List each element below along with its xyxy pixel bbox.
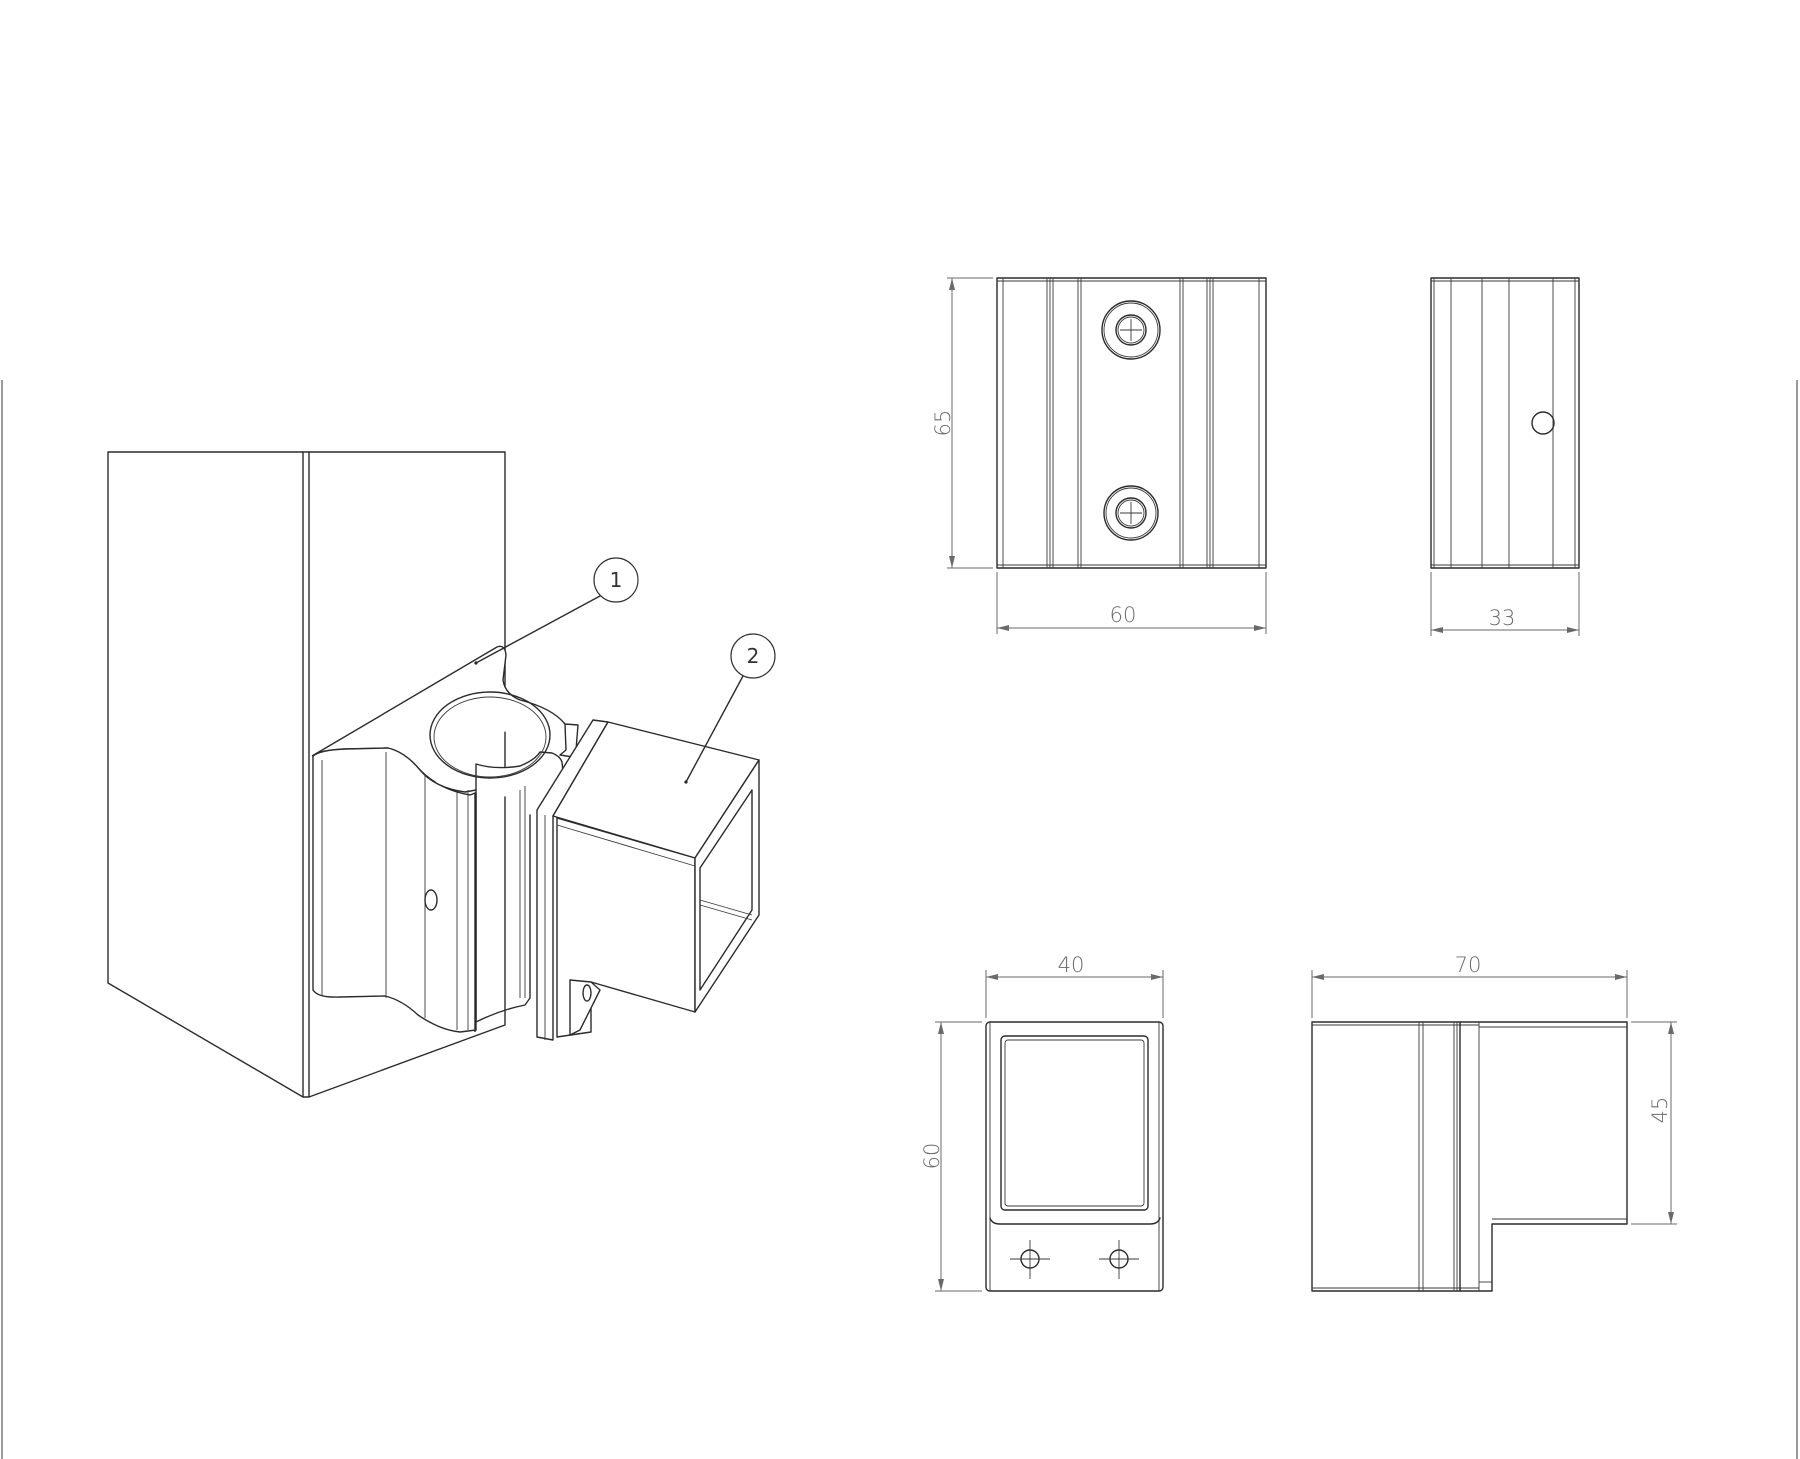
- side-hole: [1531, 411, 1555, 435]
- dim-front-height: 65: [931, 410, 955, 437]
- dimension-33: 33: [1430, 572, 1580, 636]
- isometric-view: 1 2: [107, 451, 776, 1098]
- dimension-60-front: 60: [996, 572, 1267, 634]
- dimension-60-end: 60: [920, 1021, 982, 1292]
- dim-top-width: 70: [1455, 953, 1482, 977]
- dim-front-width: 60: [1110, 603, 1137, 627]
- dim-side-width: 33: [1489, 606, 1516, 630]
- dim-end-height: 60: [920, 1143, 944, 1170]
- side-view: 33: [1430, 277, 1580, 636]
- front-view: 65 60: [931, 277, 1267, 634]
- end-view: 40 60: [920, 953, 1164, 1292]
- balloon-1-label: 1: [610, 568, 623, 592]
- balloon-1: 1: [475, 557, 639, 664]
- dim-top-height: 45: [1648, 1097, 1672, 1124]
- dim-end-width: 40: [1058, 953, 1085, 977]
- balloon-2-label: 2: [747, 644, 760, 668]
- dimension-65: 65: [931, 277, 993, 569]
- part-1-clamp-bracket: [311, 645, 609, 1033]
- mounting-hole-right-icon: [1099, 1240, 1139, 1279]
- dimension-40: 40: [985, 953, 1164, 1018]
- dimension-70: 70: [1311, 953, 1628, 1018]
- post-body: [107, 451, 506, 1098]
- mounting-hole-left-icon: [1010, 1240, 1050, 1279]
- screw-bottom-icon: [1103, 485, 1159, 541]
- part-2-square-tube: [536, 719, 760, 1041]
- sheet-border: [1, 380, 1798, 1459]
- screw-top-icon: [1101, 300, 1161, 360]
- dimension-45: 45: [1631, 1021, 1677, 1225]
- balloon-2: 2: [685, 633, 776, 783]
- top-view: 70 45: [1311, 953, 1677, 1292]
